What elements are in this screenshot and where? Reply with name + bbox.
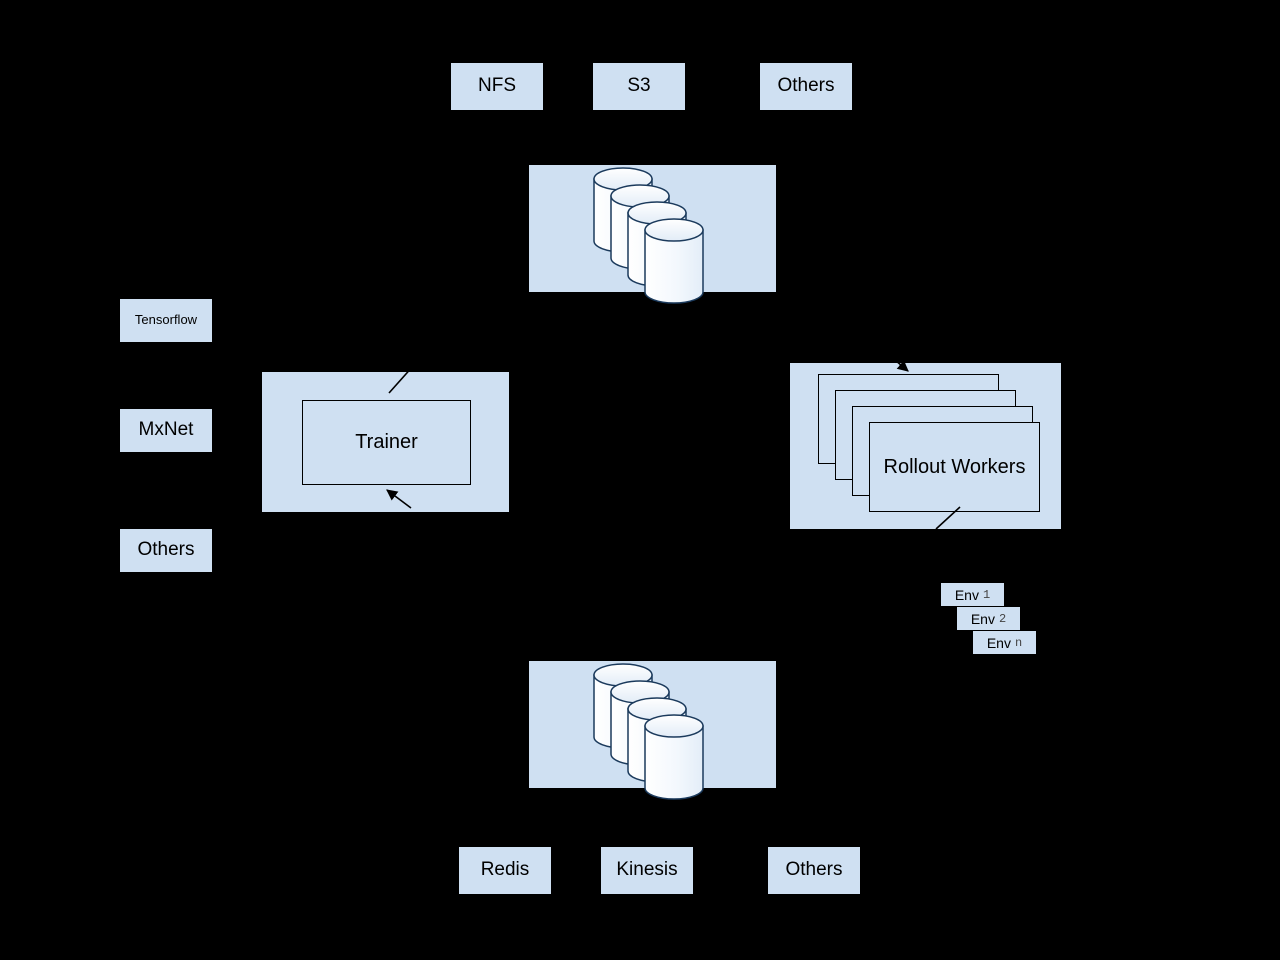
rollout-worker-card-front[interactable]: Rollout Workers	[869, 422, 1040, 512]
env-label-n: Env	[986, 634, 1011, 651]
env-label-1: Env	[954, 586, 979, 603]
storage-panel-top	[529, 165, 776, 292]
framework-chip-mxnet[interactable]: MxNet	[120, 409, 212, 452]
env-label-2: Env	[970, 610, 995, 627]
framework-chip-others[interactable]: Others	[120, 529, 212, 572]
env-index-n: n	[1014, 635, 1023, 650]
framework-chip-tensorflow[interactable]: Tensorflow	[120, 299, 212, 342]
source-chip-nfs[interactable]: NFS	[451, 63, 543, 110]
env-index-2: 2	[998, 611, 1007, 626]
sink-chip-kinesis[interactable]: Kinesis	[601, 847, 693, 894]
storage-panel-bottom	[529, 661, 776, 788]
trainer-box[interactable]: Trainer	[302, 400, 471, 485]
source-chip-s3[interactable]: S3	[593, 63, 685, 110]
sink-chip-redis[interactable]: Redis	[459, 847, 551, 894]
source-chip-others-top[interactable]: Others	[760, 63, 852, 110]
env-index-1: 1	[982, 587, 991, 602]
sink-chip-others-bottom[interactable]: Others	[768, 847, 860, 894]
